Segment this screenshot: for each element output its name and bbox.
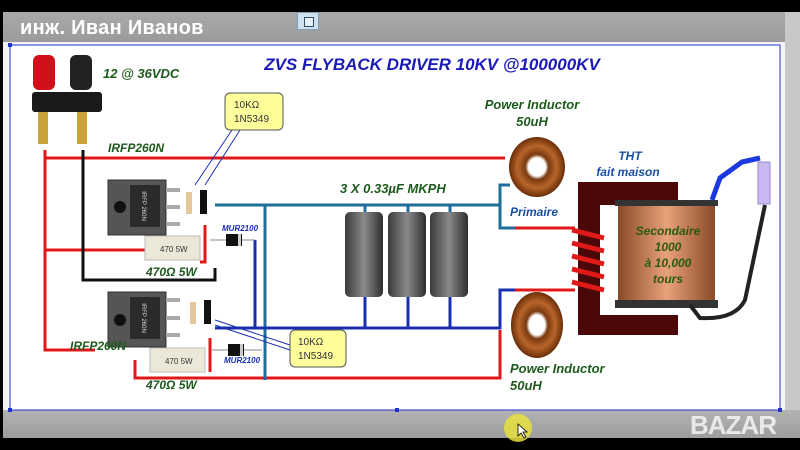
inductor-top-value: 50uH — [516, 114, 548, 129]
power-terminals — [32, 55, 102, 144]
tht-label: THT — [618, 149, 643, 163]
resistor-top-marking: 470 5W — [160, 245, 188, 254]
watermark-logo: BAZAR — [690, 410, 777, 440]
capacitor-label: 3 X 0.33µF MKPH — [340, 181, 446, 196]
mosfet-bottom-marking: IRFP 260N — [140, 303, 146, 333]
right-scroll-strip[interactable] — [785, 12, 800, 438]
resistor-top: 470 5W — [144, 235, 201, 261]
inductor-bottom-value: 50uH — [510, 378, 542, 393]
spark-gap — [757, 161, 771, 205]
hv-wire — [709, 155, 761, 201]
mosfet-bottom-label: IRFP260N — [70, 339, 126, 353]
window-menu-icon[interactable] — [297, 12, 319, 30]
top-black-bar — [0, 0, 800, 12]
mosfet-bottom: IRFP 260N — [107, 291, 211, 348]
resize-handle[interactable] — [395, 408, 399, 412]
secondary-label: Secondaire — [636, 224, 701, 238]
bottom-bus — [215, 240, 515, 330]
resistor-top-label: 470Ω 5W — [145, 265, 198, 279]
primary-label: Primaire — [510, 205, 558, 219]
title-bar — [3, 12, 800, 44]
note-bottom: 10KΩ 1N5349 — [289, 329, 347, 368]
mouse-cursor-icon — [517, 423, 529, 439]
diode-top-label: MUR2100 — [222, 224, 259, 233]
supply-label: 12 @ 36VDC — [103, 66, 180, 81]
note-top: 10KΩ 1N5349 — [224, 92, 284, 131]
tht-sublabel: fait maison — [596, 165, 659, 179]
diagram-title: ZVS FLYBACK DRIVER 10KV @100000KV — [263, 55, 601, 74]
inductor-top — [509, 137, 565, 197]
primary-coil — [571, 227, 605, 293]
note-bottom-line1: 10KΩ — [298, 337, 324, 348]
resistor-bottom-marking: 470 5W — [165, 357, 193, 366]
inductor-bottom-label: Power Inductor — [510, 361, 606, 376]
capacitor-bank — [345, 212, 468, 297]
return-wire — [688, 204, 767, 321]
inductor-bottom — [511, 292, 563, 358]
note-top-line1: 10KΩ — [234, 100, 260, 111]
secondary-turns-max: à 10,000 — [645, 256, 692, 270]
gate-leads — [194, 129, 291, 351]
ground-wire — [81, 150, 217, 282]
flyback-transformer — [571, 182, 718, 335]
resize-handle[interactable] — [778, 408, 782, 412]
note-bottom-line2: 1N5349 — [298, 351, 333, 362]
window-title: инж. Иван Иванов — [20, 17, 204, 39]
secondary-turns-min: 1000 — [655, 240, 682, 254]
mosfet-top-marking: IRFP 260N — [140, 191, 146, 221]
resize-handle[interactable] — [8, 43, 12, 47]
diode-top — [210, 234, 255, 246]
positive-wires — [43, 150, 575, 380]
resistor-bottom-label: 470Ω 5W — [145, 378, 198, 392]
bottom-black-bar — [0, 438, 800, 450]
resistor-bottom: 470 5W — [149, 347, 206, 373]
note-top-line2: 1N5349 — [234, 114, 269, 125]
resize-handle[interactable] — [8, 408, 12, 412]
mosfet-top-label: IRFP260N — [108, 141, 164, 155]
diode-bottom-label: MUR2100 — [224, 356, 261, 365]
diode-bottom — [212, 344, 262, 356]
inductor-top-label: Power Inductor — [485, 97, 581, 112]
mosfet-top: IRFP 260N — [107, 179, 207, 236]
bottom-bar — [3, 410, 800, 438]
secondary-turns-unit: tours — [653, 272, 683, 286]
